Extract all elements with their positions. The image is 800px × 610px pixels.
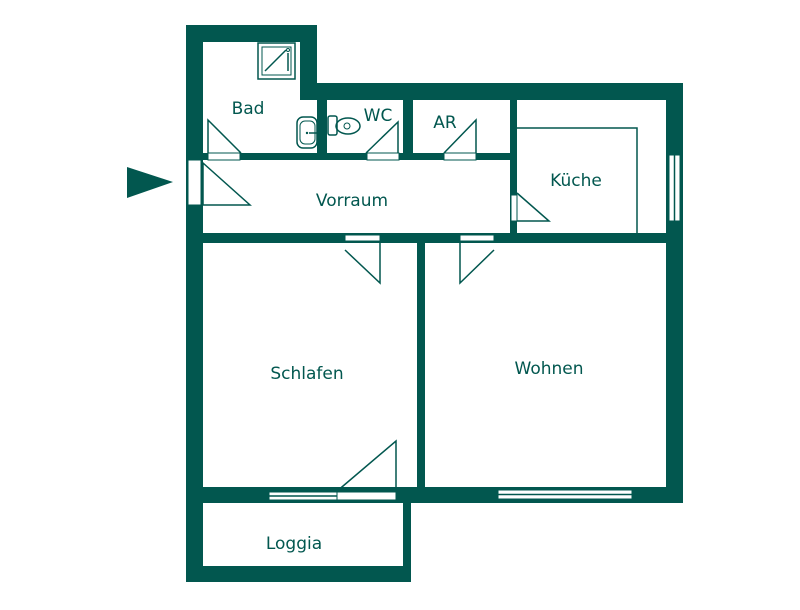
- room-labels: Bad WC AR Küche Vorraum Schlafen Wohnen …: [232, 99, 602, 554]
- wall-bad-right: [300, 25, 317, 100]
- kueche-door-gap: [510, 194, 518, 222]
- schlafen-door-swing: [344, 243, 381, 285]
- bad-door-gap: [207, 152, 241, 161]
- openings: [187, 152, 681, 501]
- wall-bad-wc: [317, 100, 327, 160]
- wall-vorraum-top: [203, 153, 517, 160]
- room-label-wc: WC: [364, 106, 393, 126]
- entrance-door-gap: [187, 159, 202, 206]
- ar-door-swing: [443, 118, 477, 154]
- wall-loggia-right: [403, 503, 411, 582]
- wohnen-door-swing: [459, 243, 495, 285]
- shower-icon: [257, 42, 296, 80]
- door-swings: [202, 118, 551, 493]
- room-label-schlafen: Schlafen: [270, 364, 343, 384]
- entrance-arrow-icon: [127, 167, 173, 198]
- entrance-door-swing: [202, 161, 252, 206]
- ar-door-gap: [443, 152, 477, 161]
- room-label-loggia: Loggia: [266, 534, 322, 554]
- wohnen-door-gap: [459, 234, 495, 242]
- wc-door-swing: [365, 120, 399, 154]
- room-label-bad: Bad: [232, 99, 265, 119]
- room-label-vorraum: Vorraum: [316, 191, 388, 211]
- wall-bad-top: [186, 25, 317, 42]
- wall-right: [666, 83, 683, 503]
- schlafen-door-gap: [344, 234, 381, 242]
- toilet-icon: [327, 115, 361, 136]
- bad-door-swing: [207, 118, 242, 154]
- room-label-wohnen: Wohnen: [515, 359, 584, 379]
- room-label-kueche: Küche: [550, 171, 602, 191]
- wall-vorraum-bottom: [203, 233, 683, 243]
- sink-icon: [296, 116, 318, 149]
- kueche-door-swing: [516, 192, 551, 222]
- loggia-door-swing: [335, 439, 397, 493]
- loggia-door-gap: [336, 491, 397, 501]
- fixtures: [257, 42, 638, 233]
- wc-door-gap: [366, 152, 400, 161]
- kitchen-counter: [517, 127, 638, 233]
- wall-wc-ar: [403, 100, 413, 160]
- wall-ar-kueche: [510, 100, 517, 243]
- wall-top: [300, 83, 683, 100]
- wall-schlafen-wohnen: [417, 243, 425, 487]
- room-label-ar: AR: [433, 113, 457, 133]
- wall-loggia-bottom: [186, 566, 411, 582]
